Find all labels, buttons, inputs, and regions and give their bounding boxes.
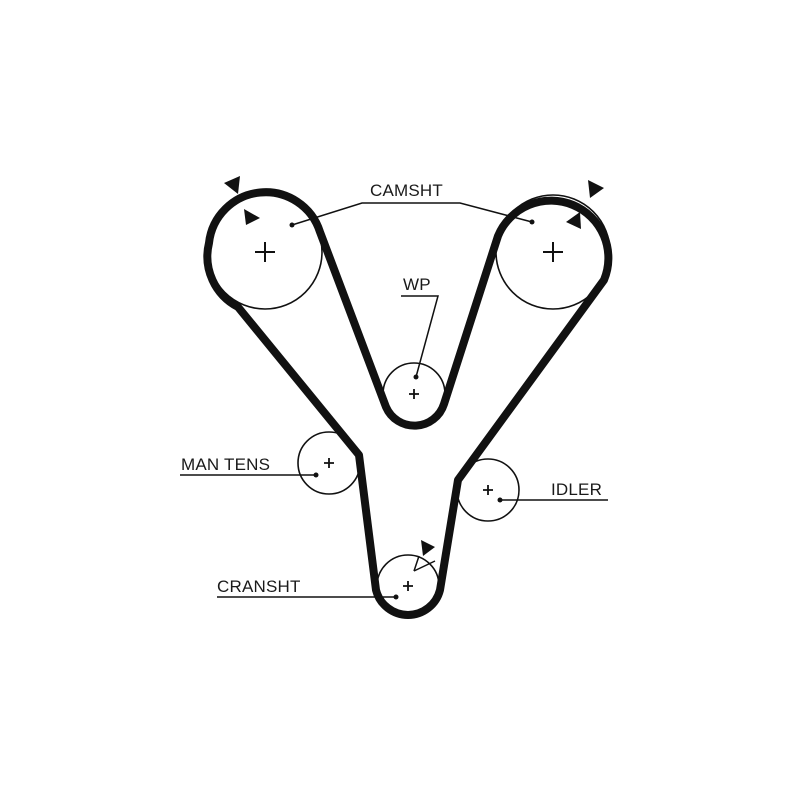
crankshaft-label: CRANSHT: [217, 577, 301, 596]
idler-center-mark: [483, 485, 493, 495]
crankshaft-timing-mark: [413, 555, 436, 572]
crankshaft-center-mark: [403, 581, 413, 591]
camshaft-right-inner-timing-arrow: [566, 212, 581, 229]
water-pump-leader-line: [401, 295, 439, 378]
camshaft-right-outer-timing-arrow: [588, 180, 604, 198]
camshaft-label: CAMSHT: [370, 181, 443, 200]
camshaft-left-center-mark: [255, 242, 275, 262]
camshaft-left-leader-dot: [289, 222, 295, 228]
manual-tensioner-center-mark: [324, 458, 334, 468]
camshaft-right-leader-dot: [529, 219, 535, 225]
camshaft-left-outer-timing-arrow: [224, 176, 240, 194]
crankshaft-timing-arrow: [421, 540, 435, 556]
water-pump-label: WP: [403, 275, 431, 294]
water-pump-leader-dot: [413, 374, 419, 380]
idler-leader-dot: [497, 497, 503, 503]
camshaft-left-inner-timing-arrow: [244, 209, 260, 225]
manual-tensioner-leader-dot: [313, 472, 319, 478]
idler-label: IDLER: [551, 480, 602, 499]
camshaft-right-center-mark: [543, 242, 563, 262]
water-pump-center-mark: [409, 389, 419, 399]
camshaft-leader-line: [291, 202, 533, 226]
manual-tensioner-label: MAN TENS: [181, 455, 270, 474]
timing-belt: [203, 188, 613, 619]
crankshaft-leader-dot: [393, 594, 399, 600]
